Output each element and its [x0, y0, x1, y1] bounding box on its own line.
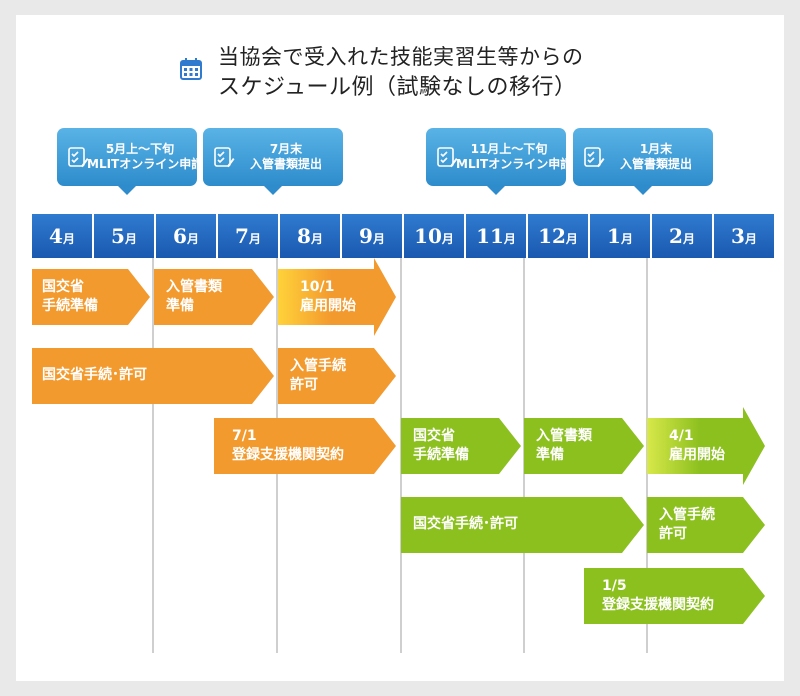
arrow-shape	[154, 269, 274, 325]
task-label: 国交省手続･許可	[42, 367, 147, 383]
diagram-title: 当協会で受入れた技能実習生等からの スケジュール例（試験なしの移行）	[180, 40, 640, 100]
callout-task: 入管書類提出	[249, 157, 322, 171]
month-cell: 7月	[218, 214, 278, 258]
callout-date: 5月上～下旬	[105, 142, 175, 156]
task-arrow: 入管手続許可	[278, 348, 396, 404]
month-cell: 9月	[342, 214, 402, 258]
checklist-icon	[584, 147, 605, 168]
employment-start-arrow: 10/1 雇用開始	[278, 258, 396, 336]
task-label: 許可	[290, 377, 318, 393]
checklist-icon	[68, 147, 89, 168]
task-arrow: 7/1 登録支援機関契約	[214, 418, 396, 474]
task-label: 手続準備	[42, 298, 98, 314]
month-cell: 4月	[32, 214, 92, 258]
task-arrow: 国交省手続･許可	[32, 348, 274, 404]
employment-start-arrow: 4/1 雇用開始	[647, 407, 765, 485]
arrow-shape	[401, 418, 521, 474]
task-label: 雇用開始	[300, 298, 356, 314]
arrow-shape	[278, 348, 396, 404]
arrow-shape	[647, 407, 765, 485]
callout-task: MLITオンライン申請	[456, 157, 573, 171]
arrow-shape	[278, 258, 396, 336]
guide-line	[152, 258, 154, 653]
month-cell: 6月	[156, 214, 216, 258]
arrow-shape	[32, 348, 274, 404]
task-label: 入管手続	[659, 507, 715, 523]
task-label: 国交省手続･許可	[413, 516, 518, 532]
callout-date: 1月末	[639, 142, 673, 156]
callout-immigration-docs-1: 7月末入管書類提出	[203, 128, 343, 195]
calendar-icon	[180, 58, 202, 80]
task-arrow: 国交省手続準備	[401, 418, 521, 474]
arrow-shape	[647, 497, 765, 553]
month-cell: 5月	[94, 214, 154, 258]
task-arrow: 入管手続許可	[647, 497, 765, 553]
month-cell: 10月	[404, 214, 464, 258]
title-line-2: スケジュール例（試験なしの移行）	[218, 75, 577, 100]
task-label: 入管書類	[536, 428, 592, 444]
task-label: 準備	[536, 447, 564, 463]
callout-date: 7月末	[269, 142, 303, 156]
month-cell: 3月	[714, 214, 774, 258]
checklist-icon	[437, 147, 458, 168]
task-label: 7/1	[232, 428, 257, 444]
task-label: 入管書類	[166, 279, 222, 295]
task-arrow: 国交省手続･許可	[401, 497, 644, 553]
task-arrow: 1/5 登録支援機関契約	[584, 568, 765, 624]
callout-date: 11月上～下旬	[470, 142, 548, 156]
task-label: 許可	[659, 526, 687, 542]
task-label: 手続準備	[413, 447, 469, 463]
callout-task: 入管書類提出	[619, 157, 692, 171]
task-label: 登録支援機関契約	[602, 597, 714, 613]
task-label: 1/5	[602, 578, 627, 594]
arrow-shape	[401, 497, 644, 553]
arrow-shape	[584, 568, 765, 624]
month-header: 4月 5月 6月 7月 8月 9月 10月 11月 12月 1月 2月 3月	[32, 214, 774, 258]
task-label: 登録支援機関契約	[232, 447, 344, 463]
arrow-shape	[214, 418, 396, 474]
month-cell: 1月	[590, 214, 650, 258]
task-arrow: 入管書類準備	[154, 269, 274, 325]
task-label: 4/1	[669, 428, 694, 444]
task-label: 準備	[166, 298, 194, 314]
task-arrow: 国交省手続準備	[32, 269, 150, 325]
task-label: 入管手続	[290, 358, 346, 374]
task-label: 10/1	[300, 279, 335, 295]
title-line-1: 当協会で受入れた技能実習生等からの	[218, 45, 584, 69]
month-cell: 11月	[466, 214, 526, 258]
checklist-icon	[214, 147, 235, 168]
callout-task: MLITオンライン申請	[87, 157, 204, 171]
callout-immigration-docs-2: 1月末入管書類提出	[573, 128, 713, 195]
task-label: 雇用開始	[669, 447, 725, 463]
month-cell: 2月	[652, 214, 712, 258]
month-cell: 8月	[280, 214, 340, 258]
arrow-shape	[32, 269, 150, 325]
task-label: 国交省	[42, 279, 84, 295]
arrow-shape	[524, 418, 644, 474]
task-label: 国交省	[413, 428, 455, 444]
task-arrow: 入管書類準備	[524, 418, 644, 474]
month-cell: 12月	[528, 214, 588, 258]
